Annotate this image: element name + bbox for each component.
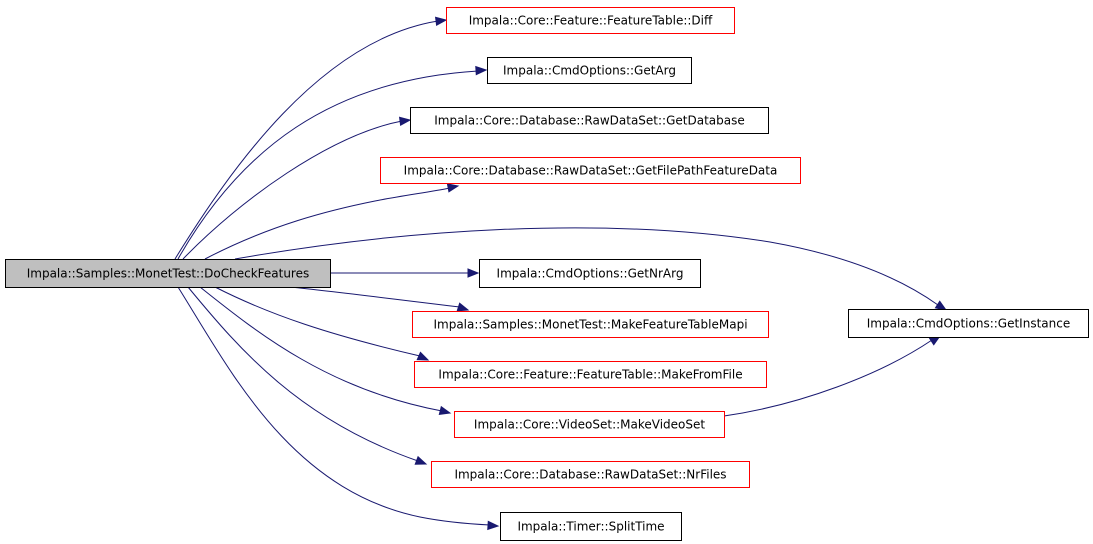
arrowhead-icon bbox=[438, 405, 452, 416]
arrowhead-icon bbox=[487, 520, 500, 531]
arrowhead-icon bbox=[416, 351, 430, 361]
call-edge-n0-n3 bbox=[182, 116, 412, 260]
call-edge-n0-n4 bbox=[204, 183, 460, 260]
call-edge-n0-n5 bbox=[330, 268, 480, 278]
edge-line bbox=[289, 286, 461, 308]
node-box bbox=[487, 57, 692, 84]
function-node-impala-samples-monettest-makefeaturetablemapi[interactable]: Impala::Samples::MonetTest::MakeFeatureT… bbox=[412, 311, 769, 338]
node-box bbox=[500, 512, 682, 541]
node-label: Impala::Samples::MonetTest::DoCheckFeatu… bbox=[27, 267, 310, 281]
function-node-impala-core-database-rawdataset-getdatabase[interactable]: Impala::Core::Database::RawDataSet::GetD… bbox=[410, 107, 769, 134]
edge-line bbox=[174, 20, 439, 260]
node-label: Impala::Core::Database::RawDataSet::NrFi… bbox=[454, 468, 726, 482]
node-label: Impala::Samples::MonetTest::MakeFeatureT… bbox=[433, 318, 747, 332]
edge-line bbox=[214, 286, 421, 357]
arrowhead-icon bbox=[414, 455, 428, 465]
edges-layer bbox=[174, 16, 948, 531]
edge-line bbox=[723, 339, 933, 417]
root-function-node: Impala::Samples::MonetTest::DoCheckFeatu… bbox=[5, 259, 331, 288]
function-node-impala-core-feature-featuretable-makefromfile[interactable]: Impala::Core::Feature::FeatureTable::Mak… bbox=[414, 361, 767, 388]
function-node-impala-core-videoset-makevideoset[interactable]: Impala::Core::VideoSet::MakeVideoSet bbox=[454, 411, 725, 438]
edge-line bbox=[187, 286, 419, 462]
node-box bbox=[5, 259, 331, 288]
call-edge-n0-n10 bbox=[177, 286, 500, 531]
edge-line bbox=[182, 120, 403, 260]
node-box bbox=[446, 7, 735, 34]
function-node-impala-cmdoptions-getnrarg[interactable]: Impala::CmdOptions::GetNrArg bbox=[479, 259, 701, 288]
node-box bbox=[431, 461, 750, 488]
node-label: Impala::CmdOptions::GetNrArg bbox=[497, 267, 684, 281]
function-node-impala-core-database-rawdataset-getfilepathfeaturedata[interactable]: Impala::Core::Database::RawDataSet::GetF… bbox=[380, 157, 801, 184]
arrowhead-icon bbox=[475, 65, 488, 76]
function-node-impala-core-feature-featuretable-diff[interactable]: Impala::Core::Feature::FeatureTable::Dif… bbox=[446, 7, 735, 34]
function-node-impala-core-database-rawdataset-nrfiles[interactable]: Impala::Core::Database::RawDataSet::NrFi… bbox=[431, 461, 750, 488]
function-node-impala-cmdoptions-getinstance[interactable]: Impala::CmdOptions::GetInstance bbox=[848, 309, 1089, 338]
node-box bbox=[412, 311, 769, 338]
arrowhead-icon bbox=[467, 268, 480, 278]
call-edge-n0-n7 bbox=[214, 286, 430, 361]
edge-line bbox=[234, 227, 939, 306]
edge-line bbox=[199, 286, 443, 412]
call-edge-n0-n6 bbox=[289, 286, 470, 312]
arrowhead-icon bbox=[456, 302, 470, 312]
node-label: Impala::Core::Database::RawDataSet::GetD… bbox=[434, 114, 745, 128]
arrowhead-icon bbox=[934, 300, 948, 311]
node-label: Impala::Core::VideoSet::MakeVideoSet bbox=[474, 418, 705, 432]
node-label: Impala::Core::Feature::FeatureTable::Dif… bbox=[469, 14, 713, 28]
node-label: Impala::Core::Database::RawDataSet::GetF… bbox=[404, 164, 778, 178]
node-box bbox=[848, 309, 1089, 338]
arrowhead-icon bbox=[446, 183, 460, 193]
call-edge-n0-n11 bbox=[234, 227, 948, 311]
node-box bbox=[454, 411, 725, 438]
node-box bbox=[410, 107, 769, 134]
call-edge-n0-n8 bbox=[199, 286, 452, 416]
function-node-impala-timer-splittime[interactable]: Impala::Timer::SplitTime bbox=[500, 512, 682, 541]
function-node-impala-cmdoptions-getarg[interactable]: Impala::CmdOptions::GetArg bbox=[487, 57, 692, 84]
node-label: Impala::Core::Feature::FeatureTable::Mak… bbox=[438, 368, 742, 382]
node-label: Impala::Timer::SplitTime bbox=[517, 520, 664, 534]
node-label: Impala::CmdOptions::GetInstance bbox=[867, 317, 1070, 331]
edge-line bbox=[177, 70, 479, 260]
node-box bbox=[479, 259, 701, 288]
call-edge-n0-n1 bbox=[174, 16, 448, 260]
node-box bbox=[380, 157, 801, 184]
node-label: Impala::CmdOptions::GetArg bbox=[503, 64, 676, 78]
call-edge-n0-n2 bbox=[177, 65, 488, 260]
arrowhead-icon bbox=[398, 116, 412, 127]
edge-line bbox=[204, 187, 451, 260]
edge-line bbox=[177, 286, 491, 526]
call-edge-n0-n9 bbox=[187, 286, 428, 465]
arrowhead-icon bbox=[434, 16, 448, 27]
node-box bbox=[414, 361, 767, 388]
nodes-layer: Impala::Samples::MonetTest::DoCheckFeatu… bbox=[5, 7, 1089, 541]
